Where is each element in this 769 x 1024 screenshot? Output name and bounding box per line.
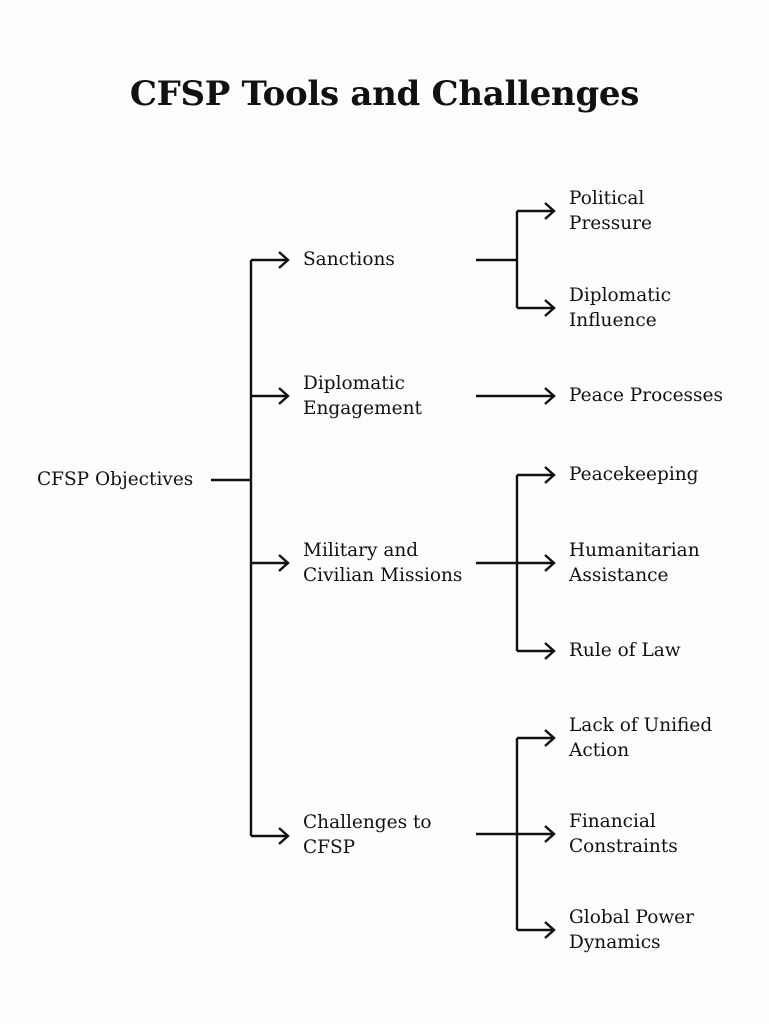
node-political-pressure: Political Pressure: [569, 186, 652, 236]
node-peacekeeping: Peacekeeping: [569, 462, 699, 487]
node-challenges-line-2: CFSP: [303, 837, 356, 858]
node-diplomatic-engagement-line-2: Engagement: [303, 398, 422, 419]
node-peace-processes: Peace Processes: [569, 383, 723, 408]
node-military-civilian-missions: Military and Civilian Missions: [303, 538, 462, 588]
arrowhead-challenges: [278, 827, 290, 845]
node-political-pressure-line-1: Political: [569, 188, 645, 209]
node-challenges-line-1: Challenges to: [303, 812, 432, 833]
node-diplomatic-influence-line-1: Diplomatic: [569, 285, 671, 306]
arrowhead-diplomatic-engagement: [278, 387, 290, 405]
node-military-civilian-missions-line-1: Military and: [303, 540, 419, 561]
node-diplomatic-influence: Diplomatic Influence: [569, 283, 671, 333]
node-global-power-dynamics: Global Power Dynamics: [569, 905, 694, 955]
node-financial-constraints-line-2: Constraints: [569, 836, 678, 857]
arrowhead-peace-processes: [544, 387, 556, 405]
node-global-power-dynamics-line-2: Dynamics: [569, 932, 661, 953]
node-lack-of-unified-action-line-1: Lack of Unified: [569, 715, 713, 736]
arrowhead-rule-of-law: [544, 642, 556, 660]
node-military-civilian-missions-line-2: Civilian Missions: [303, 565, 463, 586]
node-financial-constraints: Financial Constraints: [569, 809, 678, 859]
page-title: CFSP Tools and Challenges: [129, 74, 640, 114]
node-peacekeeping-line-1: Peacekeeping: [569, 464, 699, 485]
node-peace-processes-line-1: Peace Processes: [569, 385, 723, 406]
arrowhead-diplomatic-influence: [544, 299, 556, 317]
node-financial-constraints-line-1: Financial: [569, 811, 656, 832]
arrowhead-global-power-dynamics: [544, 921, 556, 939]
node-diplomatic-influence-line-2: Influence: [569, 310, 657, 331]
node-humanitarian-assistance-line-2: Assistance: [569, 565, 669, 586]
node-humanitarian-assistance-line-1: Humanitarian: [569, 540, 700, 561]
node-rule-of-law: Rule of Law: [569, 638, 681, 663]
arrowhead-sanctions: [278, 251, 290, 269]
arrowhead-lack-of-unified-action: [544, 729, 556, 747]
node-political-pressure-line-2: Pressure: [569, 213, 652, 234]
node-lack-of-unified-action: Lack of Unified Action: [569, 713, 712, 763]
node-lack-of-unified-action-line-2: Action: [569, 740, 630, 761]
node-diplomatic-engagement: Diplomatic Engagement: [303, 371, 422, 421]
node-rule-of-law-line-1: Rule of Law: [569, 640, 681, 661]
node-challenges-to-cfsp: Challenges to CFSP: [303, 810, 432, 860]
root-node-cfsp-objectives: CFSP Objectives: [37, 469, 194, 490]
node-sanctions: Sanctions: [303, 247, 395, 272]
node-sanctions-line-1: Sanctions: [303, 249, 395, 270]
node-humanitarian-assistance: Humanitarian Assistance: [569, 538, 700, 588]
arrowhead-financial-constraints: [544, 825, 556, 843]
node-global-power-dynamics-line-1: Global Power: [569, 907, 694, 928]
node-diplomatic-engagement-line-1: Diplomatic: [303, 373, 405, 394]
arrowhead-humanitarian-assistance: [544, 554, 556, 572]
arrowhead-military-civilian-missions: [278, 554, 290, 572]
arrowhead-political-pressure: [544, 202, 556, 220]
arrowhead-peacekeeping: [544, 466, 556, 484]
